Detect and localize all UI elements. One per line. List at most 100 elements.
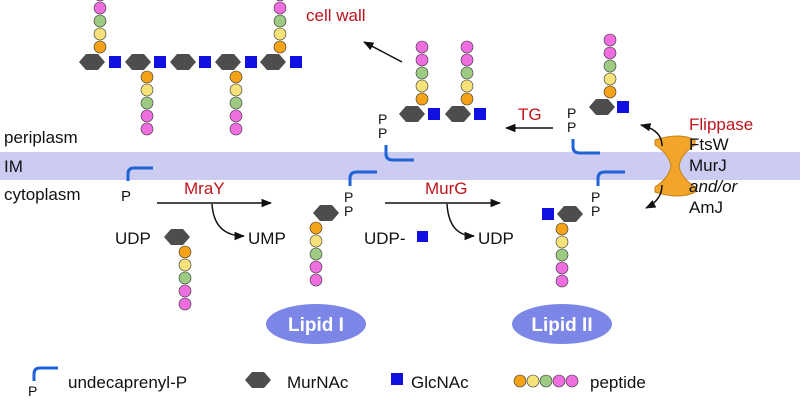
lipid-ii-phosphate-upper: P	[591, 189, 600, 205]
growing-glycan-phosphate-upper: P	[378, 111, 387, 127]
flip-arrow-up	[645, 184, 663, 209]
lipid-ii-cytoplasmic: P P	[542, 170, 625, 288]
mray-enzyme-label: MraY	[184, 179, 225, 198]
glcnac-square	[245, 56, 257, 68]
murnac-hexagon	[589, 99, 615, 115]
lipid-ii-sugar-peptide	[542, 206, 583, 288]
murnac-hexagon	[557, 206, 583, 222]
growing-glycan-phosphate-lower: P	[378, 125, 387, 141]
peptide-residue	[96, 0, 104, 2]
glcnac-square	[199, 56, 211, 68]
glcnac-square	[474, 108, 486, 120]
lipid-ii-periplasmic-sugar-peptide	[589, 33, 629, 115]
murnac-hexagon	[79, 54, 105, 70]
peptide-residue	[603, 72, 617, 86]
legend-glcnac-label: GlcNAc	[411, 373, 469, 392]
lipid-i-molecule: P P	[309, 170, 377, 287]
glcnac-square	[154, 56, 166, 68]
peptide-residue	[555, 248, 569, 262]
lipid-i-sugar-peptide	[309, 205, 339, 287]
tg-enzyme-label: TG	[518, 105, 542, 124]
peptide-residue	[460, 53, 474, 67]
peptide-residue	[93, 27, 107, 41]
peptide-residue	[552, 374, 566, 388]
legend-peptide-label: peptide	[590, 373, 646, 392]
growing-glycan-chain	[384, 145, 414, 162]
glcnac-square	[428, 108, 440, 120]
lipid-ii-periplasmic: P P	[567, 33, 629, 155]
lipid-ii-periplasmic-phosphate-upper: P	[567, 105, 576, 121]
peptide-residue	[555, 235, 569, 249]
flippase-protein	[654, 135, 696, 197]
peptide-residue	[273, 1, 287, 15]
peptide-residue	[178, 284, 192, 298]
peptide-residue	[460, 40, 474, 54]
legend-undecaprenyl-icon	[32, 366, 58, 381]
murj-label: MurJ	[689, 156, 727, 175]
peptide-residue	[555, 261, 569, 275]
murnac-hexagon	[399, 106, 425, 122]
undecaprenyl-chain	[126, 166, 153, 181]
ump-release-arrow	[211, 203, 246, 241]
flip-arrow-down	[639, 123, 663, 147]
peptide-residue	[140, 96, 154, 110]
udp-glcnac-label: UDP-	[364, 229, 406, 248]
murnac-hexagon	[313, 205, 339, 221]
peptide-residue	[93, 14, 107, 28]
lipid-ii-label: Lipid II	[531, 315, 592, 336]
cell-wall-peptidoglycan	[79, 0, 302, 136]
ftsw-label: FtsW	[689, 135, 729, 154]
flippase-label: Flippase	[689, 115, 753, 134]
udp-murnac-pentapeptide	[164, 229, 192, 311]
legend-murnac-icon	[245, 372, 271, 388]
lipid-i-badge	[266, 304, 366, 344]
lipid-i-phosphate-upper: P	[344, 189, 353, 205]
peptide-residue	[603, 85, 617, 99]
murnac-hexagon	[245, 372, 271, 388]
glcnac-square	[542, 208, 554, 220]
peptide-residue	[415, 53, 429, 67]
cell-wall-arrow	[363, 41, 403, 63]
peptide-residue	[603, 33, 617, 47]
legend-peptide-icon	[513, 374, 579, 388]
glcnac-square	[290, 56, 302, 68]
peptide-residue	[555, 222, 569, 236]
peptide-residue	[415, 79, 429, 93]
peptide-residue	[140, 70, 154, 84]
peptide-residue	[273, 40, 287, 54]
growing-glycan-strand	[399, 40, 486, 122]
peptide-residue	[526, 374, 540, 388]
peptide-residue	[460, 92, 474, 106]
murnac-hexagon	[445, 106, 471, 122]
cell-wall-label: cell wall	[306, 6, 366, 25]
legend-undecaprenyl-phosphate: P	[28, 383, 37, 399]
lipid-ii-chain	[596, 170, 625, 186]
lipid-ii-periplasmic-chain	[571, 139, 600, 155]
udp-release-arrow	[446, 203, 476, 241]
udp-product-label: UDP	[478, 229, 514, 248]
peptide-residue	[555, 274, 569, 288]
peptide-residue	[273, 27, 287, 41]
peptide-residue	[93, 1, 107, 15]
inner-membrane-band	[0, 152, 800, 180]
peptide-residue	[178, 245, 192, 259]
peptide-residue	[140, 83, 154, 97]
murg-enzyme-label: MurG	[425, 179, 468, 198]
peptide-residue	[460, 79, 474, 93]
peptide-residue	[140, 109, 154, 123]
legend: P undecaprenyl-P MurNAc GlcNAc peptide	[28, 366, 646, 399]
periplasm-label: periplasm	[4, 128, 78, 147]
glcnac-square	[617, 101, 629, 113]
lipid-ii-phosphate-lower: P	[591, 203, 600, 219]
peptide-residue	[229, 83, 243, 97]
murnac-hexagon	[125, 54, 151, 70]
udp-murnac-label: UDP	[115, 229, 151, 248]
peptide-residue	[140, 122, 154, 136]
undecaprenyl-phosphate: P	[121, 166, 153, 205]
peptide-residue	[276, 0, 284, 2]
peptide-residue	[178, 258, 192, 272]
peptide-residue	[93, 40, 107, 54]
peptide-residue	[415, 92, 429, 106]
lipid-i-phosphate-lower: P	[344, 203, 353, 219]
lipid-i-chain	[348, 170, 377, 186]
